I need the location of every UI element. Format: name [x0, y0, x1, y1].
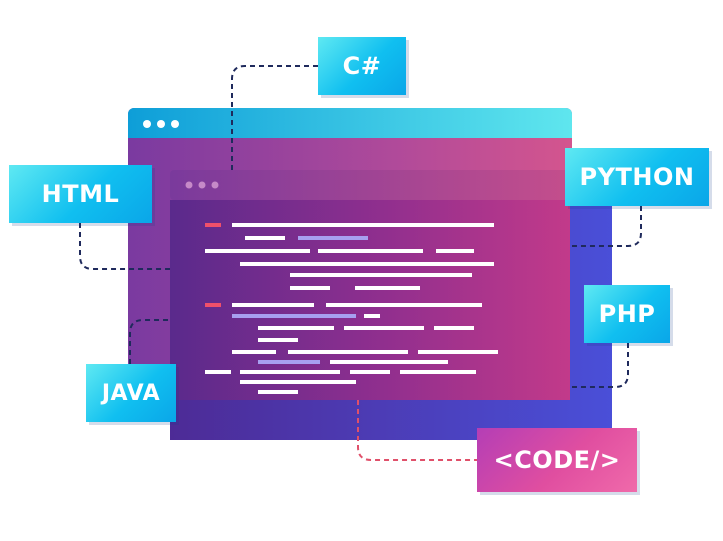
code-line — [364, 314, 380, 318]
code-line — [205, 249, 310, 253]
tag-java: JAVA — [86, 364, 176, 422]
code-line — [344, 326, 424, 330]
tag-python: PYTHON — [565, 148, 709, 206]
tag-code: <CODE/> — [477, 428, 637, 492]
code-line — [205, 370, 231, 374]
code-line — [434, 326, 474, 330]
code-line — [290, 273, 472, 277]
connector-code — [357, 400, 477, 461]
window-dot — [211, 181, 219, 189]
code-line — [258, 390, 298, 394]
front-window-header — [170, 170, 570, 200]
code-line — [318, 249, 423, 253]
window-dot — [157, 120, 165, 128]
code-line — [330, 360, 448, 364]
connector-python — [572, 206, 642, 247]
code-line — [240, 380, 356, 384]
code-line-highlight — [232, 314, 356, 318]
code-lines — [205, 223, 498, 394]
window-dot — [185, 181, 193, 189]
front-window — [170, 170, 570, 400]
code-line-highlight — [298, 236, 368, 240]
code-line — [240, 370, 340, 374]
tag-label: PHP — [598, 300, 656, 328]
code-line — [232, 350, 276, 354]
code-line — [436, 249, 474, 253]
tag-label: PYTHON — [579, 163, 695, 191]
code-line — [418, 350, 498, 354]
code-line — [290, 286, 330, 290]
code-line — [232, 303, 314, 307]
connector-cs — [231, 65, 318, 170]
tag-label: <CODE/> — [493, 446, 621, 474]
code-line — [258, 338, 298, 342]
code-line — [245, 236, 285, 240]
connector-php — [572, 343, 629, 388]
code-marker — [205, 223, 221, 227]
tag-label: HTML — [41, 180, 120, 208]
window-dot — [143, 120, 151, 128]
tag-label: C# — [342, 52, 382, 80]
back-window-header — [128, 108, 572, 138]
code-line — [400, 370, 476, 374]
code-line — [258, 326, 334, 330]
code-line — [288, 350, 408, 354]
code-marker — [205, 303, 221, 307]
code-line — [240, 262, 494, 266]
connectors — [79, 65, 642, 461]
code-line — [326, 303, 482, 307]
code-line — [232, 223, 494, 227]
tag-csharp: C# — [318, 37, 406, 95]
tag-html: HTML — [9, 165, 152, 223]
code-line — [355, 286, 420, 290]
window-dot — [171, 120, 179, 128]
code-line — [350, 370, 390, 374]
window-dot — [198, 181, 206, 189]
connector-java — [129, 319, 170, 364]
code-line-highlight — [258, 360, 320, 364]
tag-php: PHP — [584, 285, 670, 343]
code-area — [170, 200, 570, 400]
tag-label: JAVA — [101, 380, 161, 406]
